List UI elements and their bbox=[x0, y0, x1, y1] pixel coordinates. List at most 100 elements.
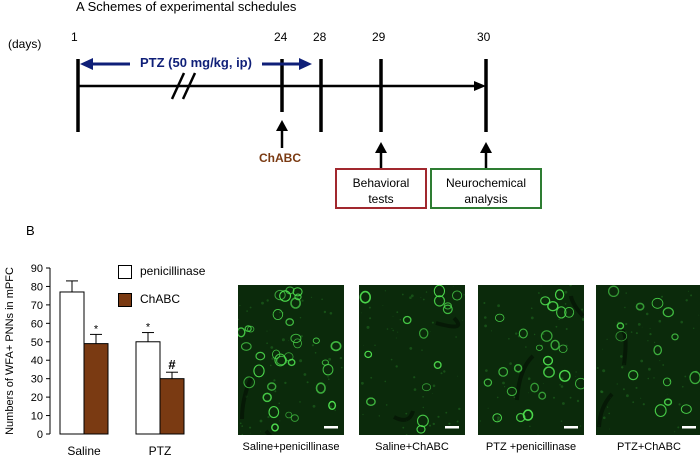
pnn-cell bbox=[522, 409, 534, 421]
timeline-arrowhead bbox=[474, 81, 486, 91]
panel-b-label: B bbox=[26, 223, 35, 238]
pnn-cell bbox=[322, 364, 334, 376]
pnn-cell bbox=[654, 404, 667, 418]
pnn-cell bbox=[442, 304, 453, 315]
pnn-cell bbox=[452, 290, 463, 301]
pnn-cell bbox=[279, 290, 292, 302]
pnn-cell bbox=[330, 340, 342, 352]
pnn-cell bbox=[513, 363, 523, 373]
treatment-arrow-right-head bbox=[299, 58, 312, 70]
pnn-cell bbox=[443, 302, 452, 310]
pnn-cell bbox=[492, 413, 503, 423]
bar-chabc-ptz bbox=[159, 378, 185, 435]
scale-bar bbox=[564, 426, 578, 429]
pnn-cell bbox=[290, 414, 299, 422]
pnn-cell bbox=[287, 358, 296, 367]
legend-label-penicillinase: penicillinase bbox=[140, 264, 206, 278]
pnn-cell bbox=[262, 392, 272, 403]
micrograph-ptz-penicillinase bbox=[478, 285, 584, 435]
micrograph-image bbox=[478, 285, 584, 435]
pnn-cell bbox=[359, 290, 372, 304]
pnn-cell bbox=[662, 307, 674, 318]
pnn-cell bbox=[515, 412, 526, 423]
pnn-cell bbox=[292, 287, 303, 297]
treatment-arrow-left-head bbox=[80, 58, 93, 70]
y-tick-label: 90 bbox=[31, 263, 43, 275]
pnn-cell bbox=[402, 315, 412, 325]
pnn-cell bbox=[547, 301, 559, 312]
pnn-cell bbox=[433, 285, 445, 298]
scale-bar bbox=[682, 426, 696, 429]
analysis-arrowhead bbox=[480, 142, 492, 153]
pnn-cell bbox=[616, 322, 625, 330]
y-tick-label: 20 bbox=[31, 392, 43, 404]
day-30-label: 30 bbox=[477, 30, 491, 44]
pnn-cell bbox=[247, 325, 255, 333]
pnn-cell bbox=[558, 344, 568, 353]
pnn-cell bbox=[556, 306, 567, 319]
significance-marker: * bbox=[146, 322, 151, 334]
legend-swatch-chabc bbox=[118, 293, 132, 307]
pnn-cell bbox=[312, 337, 320, 344]
pnn-cell bbox=[535, 344, 543, 351]
pnn-cell bbox=[268, 406, 280, 419]
pnn-cell bbox=[542, 355, 554, 366]
micrograph-ptz-chabc bbox=[596, 285, 700, 435]
y-tick-label: 70 bbox=[31, 300, 43, 312]
y-tick-label: 10 bbox=[31, 411, 43, 423]
pnn-cell bbox=[607, 285, 620, 298]
behavior-arrowhead bbox=[375, 142, 387, 153]
panel-a-title: A Schemes of experimental schedules bbox=[76, 0, 297, 14]
pnn-cell bbox=[433, 295, 446, 307]
pnn-cell bbox=[274, 289, 286, 301]
micrograph-caption: Saline+penicillinase bbox=[242, 441, 340, 453]
pnn-cell bbox=[267, 382, 277, 391]
pnn-cell bbox=[328, 400, 337, 411]
y-tick-label: 60 bbox=[31, 318, 43, 330]
pnn-cell bbox=[243, 376, 255, 389]
pnn-cell bbox=[680, 404, 692, 414]
micrograph-saline-penicillinase bbox=[238, 285, 344, 435]
y-tick-label: 50 bbox=[31, 337, 43, 349]
pnn-cell bbox=[538, 391, 547, 400]
bar-penicillinase-saline bbox=[59, 291, 85, 435]
x-category-label: Saline bbox=[67, 444, 101, 458]
day-24-label: 24 bbox=[274, 30, 288, 44]
pnn-cell bbox=[663, 398, 673, 406]
legend-swatch-penicillinase bbox=[118, 265, 132, 279]
pnn-cell bbox=[285, 318, 295, 327]
pnn-cell bbox=[272, 308, 284, 321]
pnn-cell bbox=[635, 302, 645, 311]
y-tick-label: 0 bbox=[37, 429, 43, 441]
pnn-cell bbox=[290, 333, 302, 344]
neurochemical-analysis-line-1: Neurochemical bbox=[445, 176, 527, 190]
behavioral-tests-line-1: Behavioral bbox=[352, 176, 410, 190]
scale-bar bbox=[324, 426, 338, 429]
micrograph-caption: Saline+ChABC bbox=[375, 441, 449, 453]
pnn-cell bbox=[294, 293, 302, 301]
bar-penicillinase-ptz bbox=[135, 341, 161, 435]
pnn-cell bbox=[421, 383, 432, 392]
day-28-label: 28 bbox=[313, 30, 327, 44]
micrograph-caption: PTZ +penicillinase bbox=[485, 441, 577, 453]
injection-label: ChABC bbox=[259, 151, 301, 165]
timeline-diagram bbox=[76, 56, 492, 170]
pnn-cell bbox=[550, 339, 560, 351]
pnn-cell bbox=[564, 306, 575, 318]
pnn-cell bbox=[615, 331, 628, 342]
pnn-cell bbox=[653, 344, 663, 356]
micrograph-image bbox=[596, 285, 700, 435]
pnn-cell bbox=[416, 414, 429, 428]
y-tick-label: 40 bbox=[31, 355, 43, 367]
pnn-cell bbox=[651, 297, 664, 309]
pnn-cell bbox=[518, 328, 528, 339]
pnn-cell bbox=[543, 366, 555, 378]
pnn-cell bbox=[628, 369, 639, 381]
day-29-label: 29 bbox=[372, 30, 386, 44]
x-category-label: PTZ bbox=[149, 444, 172, 458]
pnn-cell bbox=[540, 296, 551, 306]
neurochemical-analysis-box: Neurochemical analysis bbox=[430, 168, 542, 209]
pnn-cell bbox=[506, 386, 518, 397]
pnn-cell bbox=[240, 342, 252, 351]
